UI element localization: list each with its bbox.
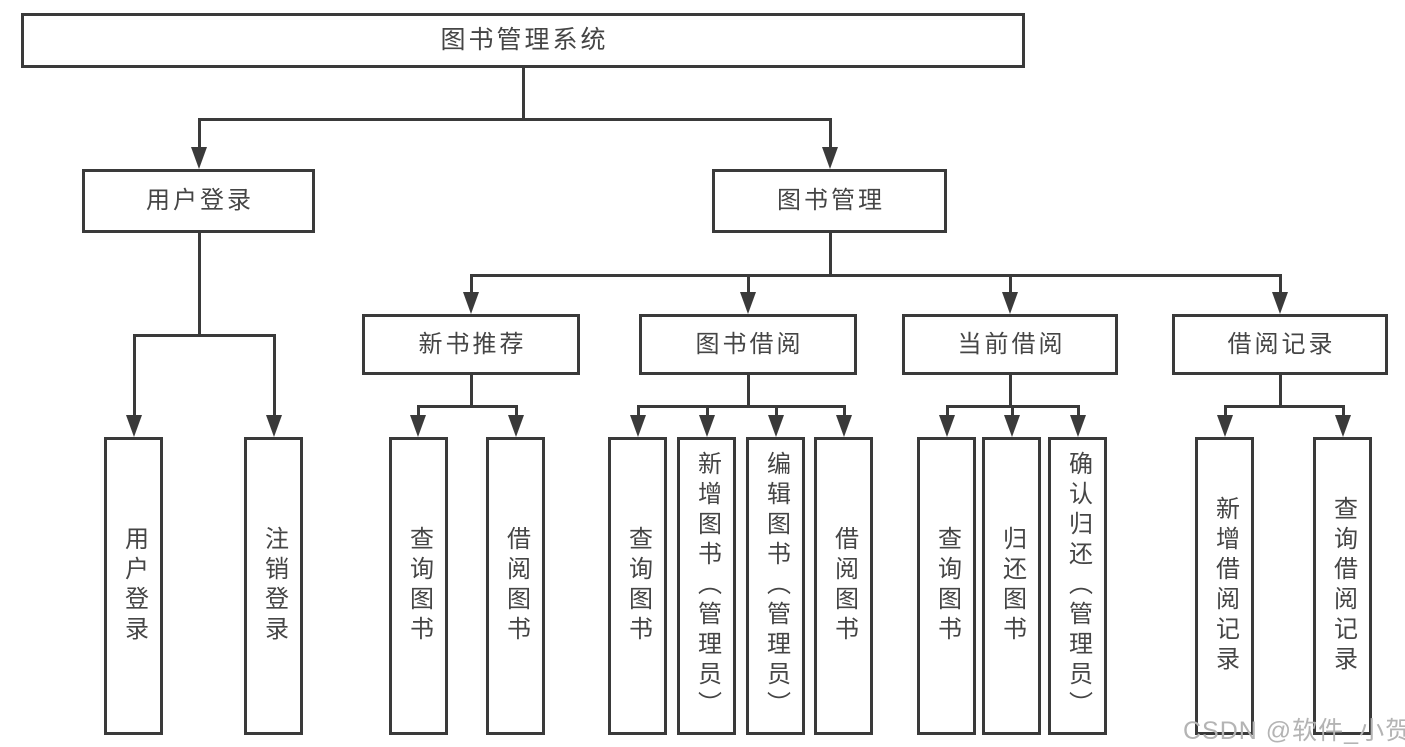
connector-line [1076, 406, 1080, 417]
connector-line [272, 335, 276, 417]
leaf-user-login-label: 用户登录 [120, 526, 148, 646]
connector-line [1223, 404, 1345, 408]
arrowhead-down-icon [836, 415, 852, 437]
node-current-borrowing: 当前借阅 [902, 314, 1118, 375]
leaf-borrowing-borrow-books-label: 借阅图书 [830, 526, 858, 646]
leaf-recommend-borrow-books-label: 借阅图书 [502, 526, 530, 646]
connector-line [774, 406, 778, 417]
leaf-borrowing-borrow-books: 借阅图书 [814, 437, 873, 735]
connector-line [636, 406, 640, 417]
connector-line [197, 119, 201, 149]
node-user-login: 用户登录 [82, 169, 315, 233]
leaf-current-query-books: 查询图书 [917, 437, 976, 735]
leaf-borrowing-add-books-admin: 新增图书（管理员） [677, 437, 736, 735]
arrowhead-down-icon [768, 415, 784, 437]
connector-line [521, 68, 525, 121]
leaf-records-query-borrow-record-label: 查询借阅记录 [1329, 496, 1357, 676]
connector-line [197, 117, 832, 121]
leaf-records-query-borrow-record: 查询借阅记录 [1313, 437, 1372, 735]
node-book-borrowing-label: 图书借阅 [695, 330, 804, 358]
leaf-records-add-borrow-record: 新增借阅记录 [1195, 437, 1254, 735]
connector-line [1010, 406, 1014, 417]
connector-line [1008, 375, 1012, 408]
arrowhead-down-icon [1335, 415, 1351, 437]
arrowhead-down-icon [1217, 415, 1233, 437]
arrowhead-down-icon [1004, 415, 1020, 437]
node-borrowing-records: 借阅记录 [1172, 314, 1388, 375]
leaf-current-query-books-label: 查询图书 [933, 526, 961, 646]
arrowhead-down-icon [939, 415, 955, 437]
leaf-logout-login: 注销登录 [244, 437, 303, 735]
node-current-borrowing-label: 当前借阅 [957, 330, 1066, 358]
connector-line [945, 406, 949, 417]
leaf-borrowing-edit-books-admin: 编辑图书（管理员） [746, 437, 805, 735]
leaf-recommend-query-books-label: 查询图书 [405, 526, 433, 646]
leaf-records-add-borrow-record-label: 新增借阅记录 [1211, 496, 1239, 676]
arrowhead-down-icon [822, 147, 838, 169]
node-new-book-recommendation-label: 新书推荐 [418, 330, 527, 358]
leaf-logout-login-label: 注销登录 [260, 526, 288, 646]
arrowhead-down-icon [630, 415, 646, 437]
leaf-borrowing-query-books-label: 查询图书 [624, 526, 652, 646]
leaf-recommend-query-books: 查询图书 [389, 437, 448, 735]
connector-line [1278, 275, 1282, 294]
leaf-borrowing-edit-books-admin-label: 编辑图书（管理员） [762, 451, 790, 721]
leaf-current-confirm-return-admin: 确认归还（管理员） [1048, 437, 1107, 735]
leaf-user-login: 用户登录 [104, 437, 163, 735]
arrowhead-down-icon [410, 415, 426, 437]
leaf-current-return-books-label: 归还图书 [998, 526, 1026, 646]
connector-line [197, 233, 201, 337]
node-book-management-label: 图书管理 [777, 187, 885, 214]
connector-line [1223, 406, 1227, 417]
connector-line [416, 404, 518, 408]
connector-line [469, 273, 1282, 277]
leaf-borrowing-query-books: 查询图书 [608, 437, 667, 735]
connector-line [416, 406, 420, 417]
arrowhead-down-icon [1272, 292, 1288, 314]
leaf-recommend-borrow-books: 借阅图书 [486, 437, 545, 735]
arrowhead-down-icon [463, 292, 479, 314]
connector-line [746, 275, 750, 294]
connector-line [469, 275, 473, 294]
arrowhead-down-icon [508, 415, 524, 437]
node-book-management: 图书管理 [712, 169, 947, 233]
node-library-management-system-label: 图书管理系统 [440, 26, 609, 54]
arrowhead-down-icon [266, 415, 282, 437]
connector-line [828, 233, 832, 277]
arrowhead-down-icon [699, 415, 715, 437]
arrowhead-down-icon [1070, 415, 1086, 437]
connector-line [828, 119, 832, 149]
node-borrowing-records-label: 借阅记录 [1227, 330, 1336, 358]
connector-line [1278, 375, 1282, 408]
connector-line [1008, 275, 1012, 294]
connector-line [132, 333, 276, 337]
connector-line [132, 335, 136, 417]
node-user-login-label: 用户登录 [146, 187, 254, 214]
leaf-borrowing-add-books-admin-label: 新增图书（管理员） [693, 451, 721, 721]
watermark: CSDN @软件_小贺同学 [1183, 717, 1405, 745]
connector-line [705, 406, 709, 417]
connector-line [1341, 406, 1345, 417]
arrowhead-down-icon [126, 415, 142, 437]
leaf-current-confirm-return-admin-label: 确认归还（管理员） [1064, 451, 1092, 721]
node-library-management-system: 图书管理系统 [21, 13, 1025, 68]
arrowhead-down-icon [740, 292, 756, 314]
arrowhead-down-icon [1002, 292, 1018, 314]
connector-line [514, 406, 518, 417]
arrowhead-down-icon [191, 147, 207, 169]
node-new-book-recommendation: 新书推荐 [362, 314, 580, 375]
connector-line [842, 406, 846, 417]
leaf-current-return-books: 归还图书 [982, 437, 1041, 735]
connector-line [469, 375, 473, 408]
node-book-borrowing: 图书借阅 [639, 314, 857, 375]
connector-line [746, 375, 750, 408]
connector-line [636, 404, 846, 408]
